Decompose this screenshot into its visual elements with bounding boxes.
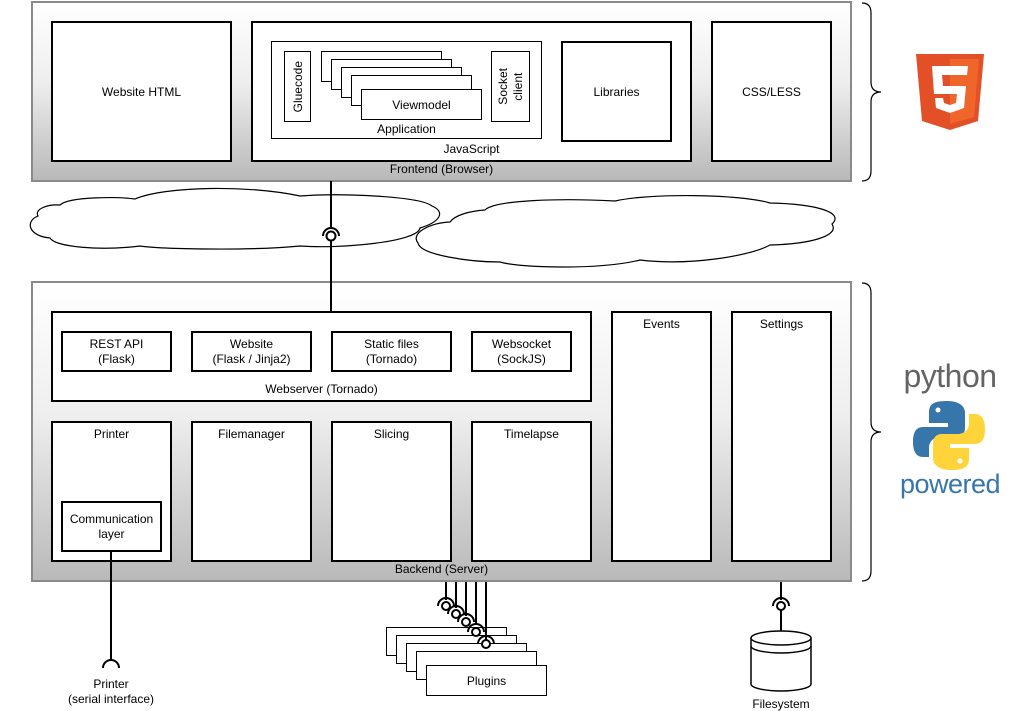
viewmodel-box: Viewmodel — [361, 89, 482, 120]
communication-layer-box: Communication layer — [61, 501, 162, 552]
printer-serial-label: Printer (serial interface) — [67, 677, 155, 706]
plugins-connector — [437, 582, 495, 649]
rest-api-label: REST API (Flask) — [89, 336, 144, 366]
css-less-label: CSS/LESS — [742, 84, 801, 99]
slicing-label: Slicing — [373, 427, 410, 441]
website-component-label: Website (Flask / Jinja2) — [212, 336, 291, 366]
frontend-label: Frontend (Browser) — [389, 162, 494, 176]
website-component-box: Website (Flask / Jinja2) — [191, 331, 312, 372]
filemanager-label: Filemanager — [218, 427, 285, 441]
printer-serial-connector — [102, 552, 120, 669]
powered-word: powered — [899, 469, 1001, 499]
settings-label: Settings — [759, 317, 804, 331]
filesystem-connector — [772, 582, 790, 632]
static-files-box: Static files (Tornado) — [331, 331, 452, 372]
webserver-label: Webserver (Tornado) — [265, 382, 378, 396]
html5-logo — [916, 54, 984, 130]
timelapse-box: Timelapse — [471, 421, 592, 562]
filesystem-label: Filesystem — [752, 697, 810, 711]
events-label: Events — [643, 317, 680, 331]
css-less-box: CSS/LESS — [711, 21, 832, 162]
plugins-label: Plugins — [466, 673, 507, 688]
printer-label: Printer — [93, 427, 130, 441]
libraries-box: Libraries — [561, 41, 672, 142]
filemanager-box: Filemanager — [191, 421, 312, 562]
application-label: Application — [377, 122, 436, 136]
python-word: python — [903, 358, 997, 394]
websocket-label: Websocket (SockJS) — [491, 336, 552, 366]
libraries-label: Libraries — [593, 84, 640, 99]
settings-box: Settings — [731, 311, 832, 562]
internet-cloud-left — [29, 187, 441, 250]
rest-api-box: REST API (Flask) — [61, 331, 172, 372]
frontend-bracket — [861, 2, 882, 182]
website-html-box: Website HTML — [51, 21, 232, 162]
backend-bracket — [861, 282, 882, 582]
backend-label: Backend (Server) — [394, 562, 489, 576]
websocket-box: Websocket (SockJS) — [471, 331, 572, 372]
internet-cloud-right — [415, 194, 836, 268]
socket-client-box: Socket client — [491, 51, 530, 122]
viewmodel-label: Viewmodel — [392, 97, 451, 112]
gluecode-box: Gluecode — [284, 51, 311, 122]
events-box: Events — [611, 311, 712, 562]
python-logo — [913, 401, 985, 470]
frontend-backend-connector — [322, 181, 340, 311]
communication-layer-label: Communication layer — [69, 511, 154, 541]
plugins-box: Plugins — [426, 665, 547, 696]
slicing-box: Slicing — [331, 421, 452, 562]
static-files-label: Static files (Tornado) — [364, 336, 419, 366]
website-html-label: Website HTML — [101, 84, 182, 99]
timelapse-label: Timelapse — [504, 427, 559, 441]
filesystem-icon — [750, 630, 812, 692]
javascript-label: JavaScript — [443, 142, 500, 156]
